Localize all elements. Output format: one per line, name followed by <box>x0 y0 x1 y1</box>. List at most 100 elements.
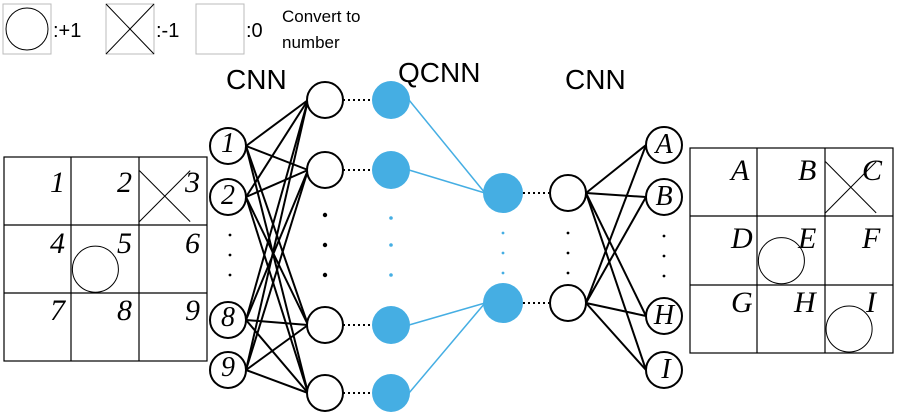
cnn-left-edge <box>245 196 309 326</box>
cnn-right-edge <box>585 192 647 198</box>
legend-circle-value: :+1 <box>53 20 81 42</box>
cnn-left-edge <box>245 196 309 394</box>
legend: :+1 :-1 :0 Convert to number <box>2 3 360 55</box>
quantum-pool-node <box>483 173 523 213</box>
output-cell-d: D <box>730 222 753 255</box>
cnn-left-edge <box>245 319 309 394</box>
input-node-label-2: 2 <box>221 180 235 211</box>
legend-cross-value: :-1 <box>156 20 179 42</box>
input-node-label-1: 1 <box>221 128 235 159</box>
input-cell-4: 4 <box>50 227 65 260</box>
title-qcnn: QCNN <box>398 57 480 88</box>
ellipsis-dot <box>228 233 232 237</box>
cnn-right-edge <box>585 196 647 304</box>
ellipsis-dot <box>501 251 505 255</box>
output-cell-c: C <box>862 154 883 187</box>
network-edges <box>245 99 647 394</box>
quantum-node <box>372 81 410 119</box>
cnn-right-edge <box>585 192 647 371</box>
cnn-left-edge <box>245 99 309 198</box>
input-node-label-9: 9 <box>221 352 235 383</box>
qcnn-edge <box>408 99 486 194</box>
input-cell-5: 5 <box>117 227 132 260</box>
ellipsis-dot <box>501 271 505 275</box>
qcnn-edge <box>408 169 486 194</box>
cnn-left-edge <box>245 99 309 321</box>
input-board: 1 2 3 4 5 6 7 8 9 <box>3 156 208 362</box>
cnn-left-edge <box>245 99 309 147</box>
quantum-pool-node <box>483 283 523 323</box>
ellipsis-dot <box>662 234 666 238</box>
output-cell-h: H <box>793 286 818 319</box>
input-node <box>209 301 247 339</box>
output-node <box>645 126 683 164</box>
ellipsis-dot <box>389 273 393 277</box>
ellipsis-dot <box>389 243 393 247</box>
legend-empty-value: :0 <box>246 20 263 42</box>
output-cell-f: F <box>861 222 881 255</box>
output-cross-mark-icon <box>825 161 877 214</box>
cnn-left-edge <box>245 324 309 371</box>
cnn-left-edge <box>245 145 309 171</box>
network-nodes <box>209 81 683 412</box>
cnn-hidden-node <box>306 306 344 344</box>
ellipsis-dot <box>566 251 570 255</box>
quantum-node <box>372 374 410 412</box>
cnn-hidden-node <box>306 81 344 119</box>
ellipsis-dot <box>228 273 232 277</box>
ellipsis-dot <box>501 231 505 235</box>
cnn-right-edge <box>585 144 647 194</box>
output-node <box>645 178 683 216</box>
title-cnn-left: CNN <box>226 64 287 95</box>
cnn-left-edge <box>245 319 309 326</box>
ellipsis-dot <box>662 254 666 258</box>
output-node-label-h: H <box>653 300 676 331</box>
input-cell-2: 2 <box>117 166 132 199</box>
cnn-left-edge <box>245 169 309 198</box>
output-cell-e: E <box>797 222 816 255</box>
cnn-right-edge <box>585 302 647 371</box>
output-node <box>645 351 683 389</box>
output-cell-b: B <box>798 154 816 187</box>
cnn-right-edge <box>585 302 647 317</box>
input-node-label-8: 8 <box>221 302 235 333</box>
ellipsis-dot <box>228 253 232 257</box>
output-cell-a: A <box>729 154 750 187</box>
input-cross-mark-icon <box>139 170 191 222</box>
circle-mark-icon <box>5 7 49 51</box>
cnn-left-edge <box>245 169 309 321</box>
ellipsis-dot <box>389 216 393 220</box>
cnn-hidden-node <box>306 151 344 189</box>
cnn-left-edge <box>245 169 309 371</box>
output-board: A B C D E F G H I <box>689 147 894 354</box>
output-cell-i: I <box>865 286 878 319</box>
quantum-node <box>372 151 410 189</box>
ellipsis-dot <box>662 274 666 278</box>
cnn-left-edge <box>245 369 309 394</box>
output-node-label-b: B <box>655 181 672 212</box>
cnn-hidden-node <box>549 174 587 212</box>
output-node <box>645 297 683 335</box>
ellipsis-dot <box>322 212 328 218</box>
legend-convert-line1: Convert to <box>282 7 360 26</box>
input-cell-9: 9 <box>185 294 200 327</box>
ellipsis-dot <box>322 272 328 278</box>
input-cell-8: 8 <box>117 294 132 327</box>
empty-cell-icon <box>195 3 245 55</box>
output-circle-mark-icon <box>825 305 873 353</box>
input-node <box>209 127 247 165</box>
output-node-label-a: A <box>653 129 673 160</box>
ellipsis-dot <box>322 242 328 248</box>
quantum-node <box>372 306 410 344</box>
cross-mark-icon <box>105 3 155 55</box>
output-node-label-i: I <box>660 354 672 385</box>
ellipsis-dot <box>566 271 570 275</box>
cnn-right-edge <box>585 144 647 304</box>
cnn-left-edge <box>245 99 309 371</box>
input-circle-mark-icon <box>71 245 119 293</box>
legend-convert-line2: number <box>282 33 340 52</box>
output-cell-g: G <box>731 286 753 319</box>
input-cell-6: 6 <box>185 227 200 260</box>
input-cell-7: 7 <box>50 294 67 327</box>
